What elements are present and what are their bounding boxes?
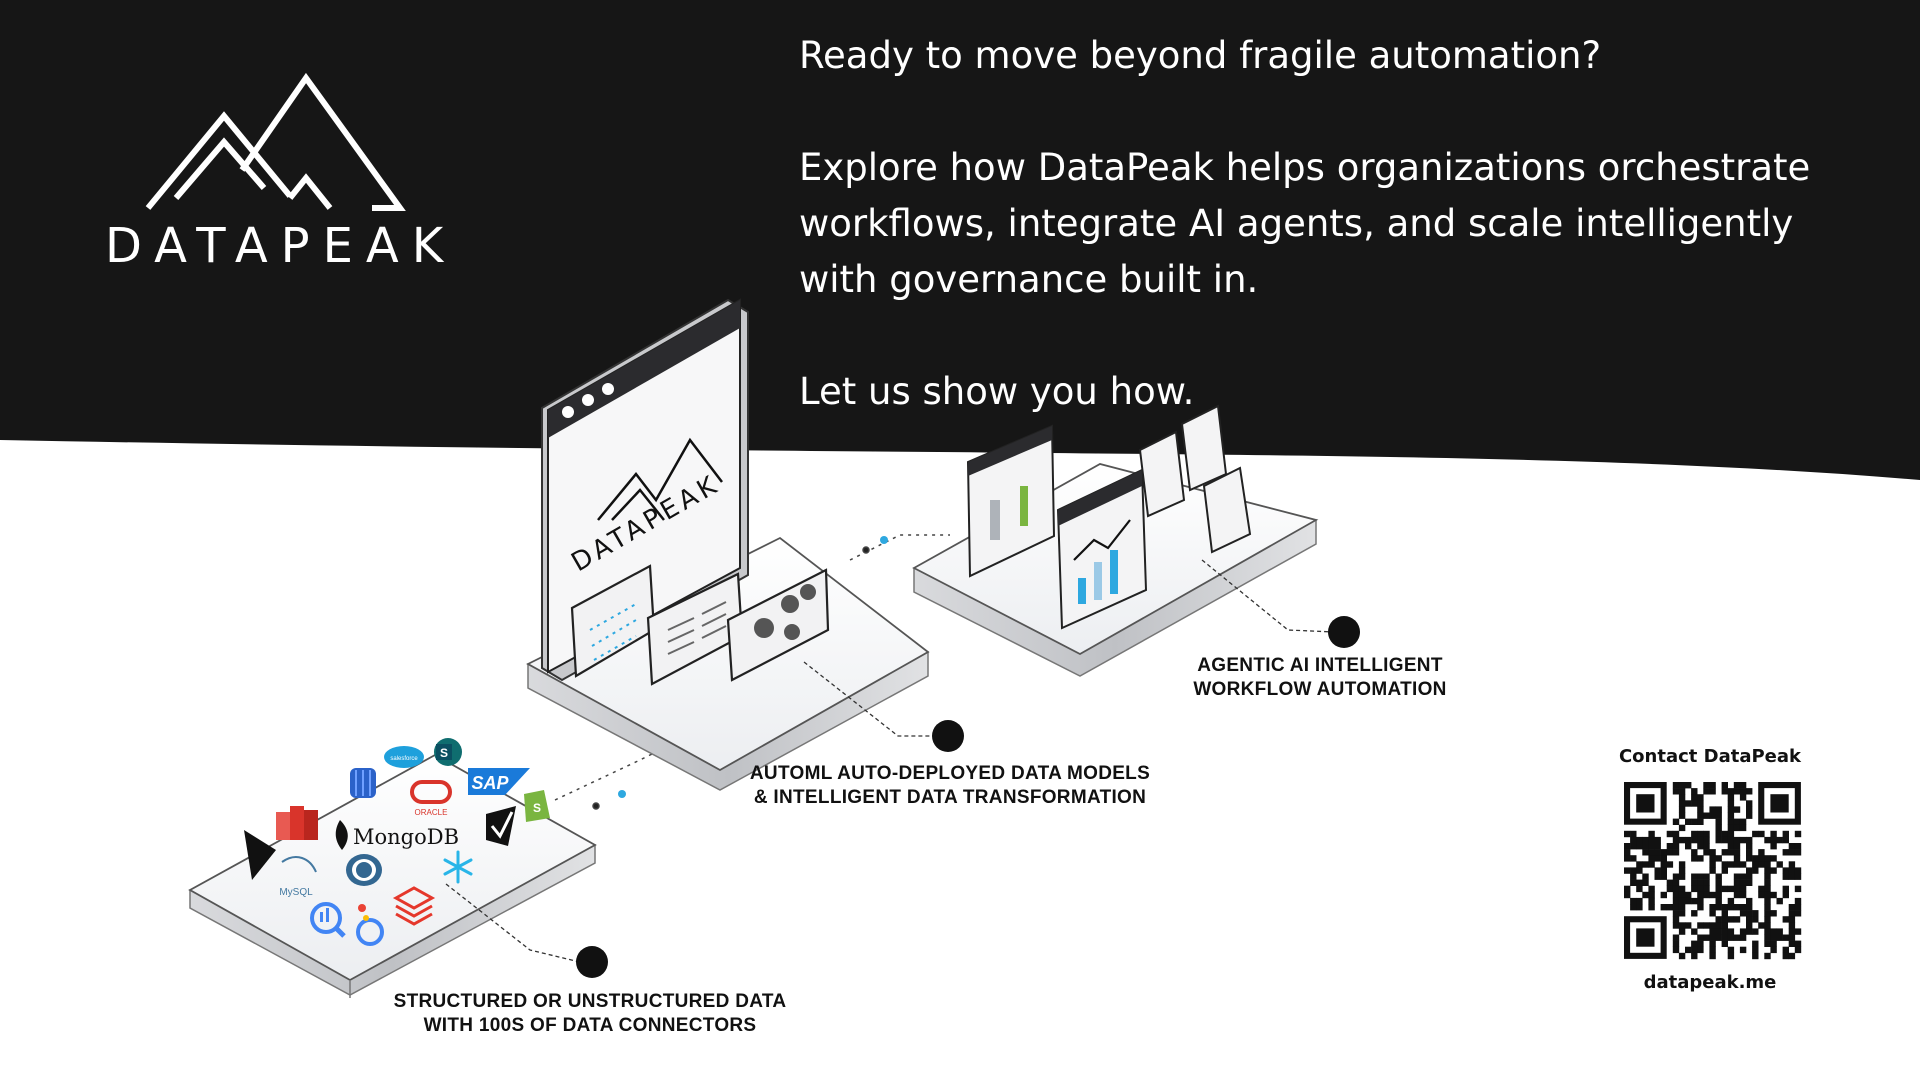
mongodb-label: MongoDB	[353, 825, 459, 849]
marker-dot-data	[576, 946, 608, 978]
caption-automl: AUTOML AUTO-DEPLOYED DATA MODELS & INTEL…	[730, 762, 1170, 810]
marker-dot-automl	[932, 720, 964, 752]
salesforce-icon: salesforce	[384, 746, 424, 768]
automl-platform	[526, 536, 930, 791]
headline-paragraph-line1: Explore how DataPeak helps organizations…	[799, 146, 1811, 189]
caption-automl-line1: AUTOML AUTO-DEPLOYED DATA MODELS	[749, 763, 1151, 784]
rds-icon	[350, 768, 376, 798]
chart-window-icon	[1056, 468, 1148, 630]
mysql-label: MySQL	[279, 887, 313, 898]
caption-markers	[445, 559, 1360, 978]
model-panels	[570, 564, 830, 686]
postgresql-icon	[346, 854, 382, 886]
snowflake-icon	[443, 850, 473, 884]
dynamics-icon	[244, 830, 276, 880]
headline-cta: Let us show you how.	[799, 370, 1195, 413]
sap-icon: SAP	[468, 768, 530, 795]
folder-icons	[1138, 404, 1252, 554]
headline-paragraph-line3: with governance built in.	[799, 258, 1259, 301]
data-platform	[188, 753, 597, 998]
oracle-label: ORACLE	[415, 808, 448, 817]
marker-dot-agentic	[1328, 616, 1360, 648]
caption-agentic-line2: WORKFLOW AUTOMATION	[1193, 679, 1447, 700]
caption-agentic: AGENTIC AI INTELLIGENT WORKFLOW AUTOMATI…	[1130, 654, 1510, 702]
starburst-icon	[486, 806, 516, 846]
databricks-icon	[392, 886, 436, 926]
looker-icon	[356, 904, 384, 946]
caption-data-connectors: STRUCTURED OR UNSTRUCTURED DATA WITH 100…	[370, 990, 810, 1038]
salesforce-label: salesforce	[390, 756, 418, 762]
sap-label: SAP	[471, 773, 509, 793]
bigquery-icon	[310, 902, 346, 938]
shopify-icon: S	[524, 790, 550, 822]
mongodb-icon: MongoDB	[335, 820, 459, 850]
redshift-icon	[276, 806, 318, 840]
gears-icon	[726, 568, 830, 682]
contact-url-link[interactable]: datapeak.me	[1643, 972, 1777, 993]
brand-wordmark: DATAPEAK	[105, 218, 457, 274]
headline-paragraph-line2: workflows, integrate AI agents, and scal…	[799, 202, 1794, 245]
caption-agentic-line1: AGENTIC AI INTELLIGENT	[1197, 655, 1443, 676]
caption-data-line1: STRUCTURED OR UNSTRUCTURED DATA	[393, 991, 787, 1012]
agentic-panels	[966, 404, 1252, 630]
caption-data-line2: WITH 100S OF DATA CONNECTORS	[423, 1015, 757, 1036]
oracle-icon: ORACLE	[410, 780, 452, 817]
contact-title: Contact DataPeak	[1618, 746, 1802, 767]
sharepoint-icon: S	[434, 738, 462, 766]
caption-automl-line2: & INTELLIGENT DATA TRANSFORMATION	[753, 787, 1147, 808]
logo-mark	[145, 72, 406, 211]
mysql-icon: MySQL	[279, 856, 317, 898]
qr-code	[1624, 782, 1802, 960]
connector-logos: salesforce S ORACLE SAP S MongoDB MySQL	[244, 738, 550, 946]
headline-question: Ready to move beyond fragile automation?	[799, 34, 1602, 77]
browser-window: DATAPEAK	[541, 298, 749, 682]
app-window-icon	[966, 424, 1056, 578]
svg-text:S: S	[440, 746, 448, 760]
dark-band	[0, 0, 1920, 480]
svg-text:S: S	[533, 801, 541, 815]
